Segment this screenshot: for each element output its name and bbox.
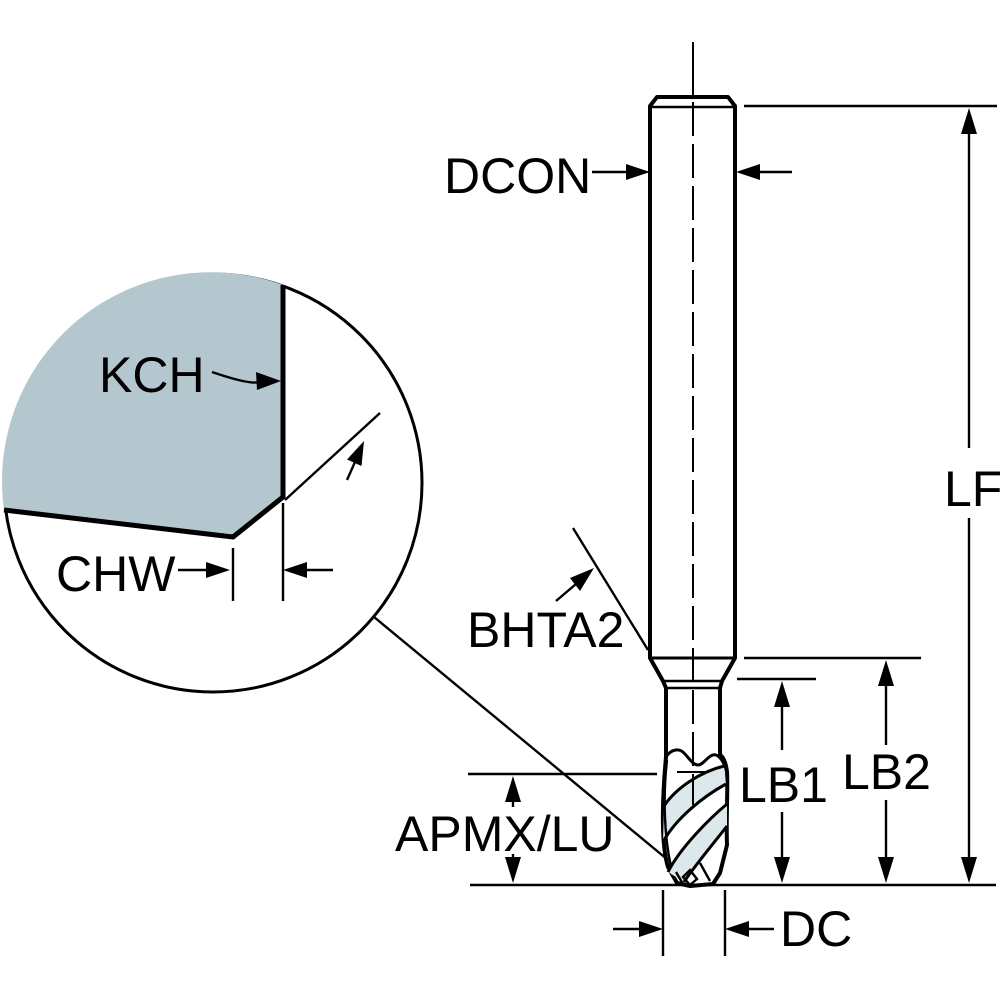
dimension-dc: DC	[613, 890, 852, 957]
label-lf: LF	[944, 461, 1000, 517]
flute-spiral-3	[666, 802, 728, 873]
dimension-lf: LF	[744, 104, 1000, 883]
dcon-arrowhead-right-icon	[736, 164, 760, 180]
dimension-apmx-lu: APMX/LU	[395, 772, 657, 883]
dcon-arrowhead-left-icon	[626, 164, 650, 180]
tip-facet-polygon	[681, 868, 699, 887]
lb2-arrowhead-top-icon	[878, 660, 894, 686]
kch-arrowhead-icon	[256, 372, 281, 390]
dimension-bhta2: BHTA2	[467, 527, 650, 658]
detail-circle-view: KCH CHW	[2, 272, 424, 694]
tip-facet-line-1	[674, 871, 685, 885]
chamfer-angle-arrow-stem	[345, 461, 357, 481]
label-chw: CHW	[56, 546, 176, 602]
dc-arrowhead-left-icon	[639, 921, 663, 937]
label-apmx-lu: APMX/LU	[395, 806, 615, 862]
lb1-arrowhead-top-icon	[774, 681, 790, 707]
flute-top-edge	[664, 748, 729, 773]
dc-arrowhead-right-icon	[725, 921, 749, 937]
label-bhta2: BHTA2	[467, 602, 624, 658]
flute-spiral-1	[662, 764, 725, 807]
dimension-lb2: LB2	[744, 656, 931, 883]
label-dc: DC	[780, 901, 852, 957]
lf-arrowhead-bottom-icon	[961, 857, 977, 883]
flute-highlight-band-2	[668, 804, 727, 882]
lb1-arrowhead-bottom-icon	[774, 857, 790, 883]
chw-arrowhead-left-icon	[206, 562, 230, 578]
label-dcon: DCON	[444, 148, 591, 204]
tool-drawing	[648, 42, 737, 888]
bhta2-arrow-stem	[555, 583, 577, 602]
detail-leader-line	[373, 616, 669, 861]
label-lb1: LB1	[739, 757, 828, 813]
label-lb2: LB2	[842, 744, 931, 800]
chamfer-angle-arrowhead-icon	[347, 441, 364, 466]
lf-arrowhead-top-icon	[961, 108, 977, 134]
detail-corner-fill	[2, 272, 283, 537]
tip-facet-line-2	[698, 862, 712, 882]
flute-left-ridge	[663, 759, 673, 868]
dimension-lb1: LB1	[737, 677, 828, 883]
chw-arrowhead-right-icon	[283, 562, 307, 578]
apmx-arrowhead-top-icon	[505, 776, 521, 802]
bhta2-angle-line	[571, 527, 650, 651]
label-kch: KCH	[99, 347, 205, 403]
lb2-arrowhead-bottom-icon	[878, 857, 894, 883]
dimension-dcon: DCON	[444, 148, 792, 204]
apmx-arrowhead-bottom-icon	[505, 857, 521, 883]
flute-spiral-2	[661, 782, 727, 843]
chamfer-angle-line	[284, 412, 381, 501]
bhta2-arrowhead-icon	[570, 568, 594, 591]
detail-corner-edges	[3, 285, 286, 540]
flute-spiral-4	[682, 825, 729, 883]
